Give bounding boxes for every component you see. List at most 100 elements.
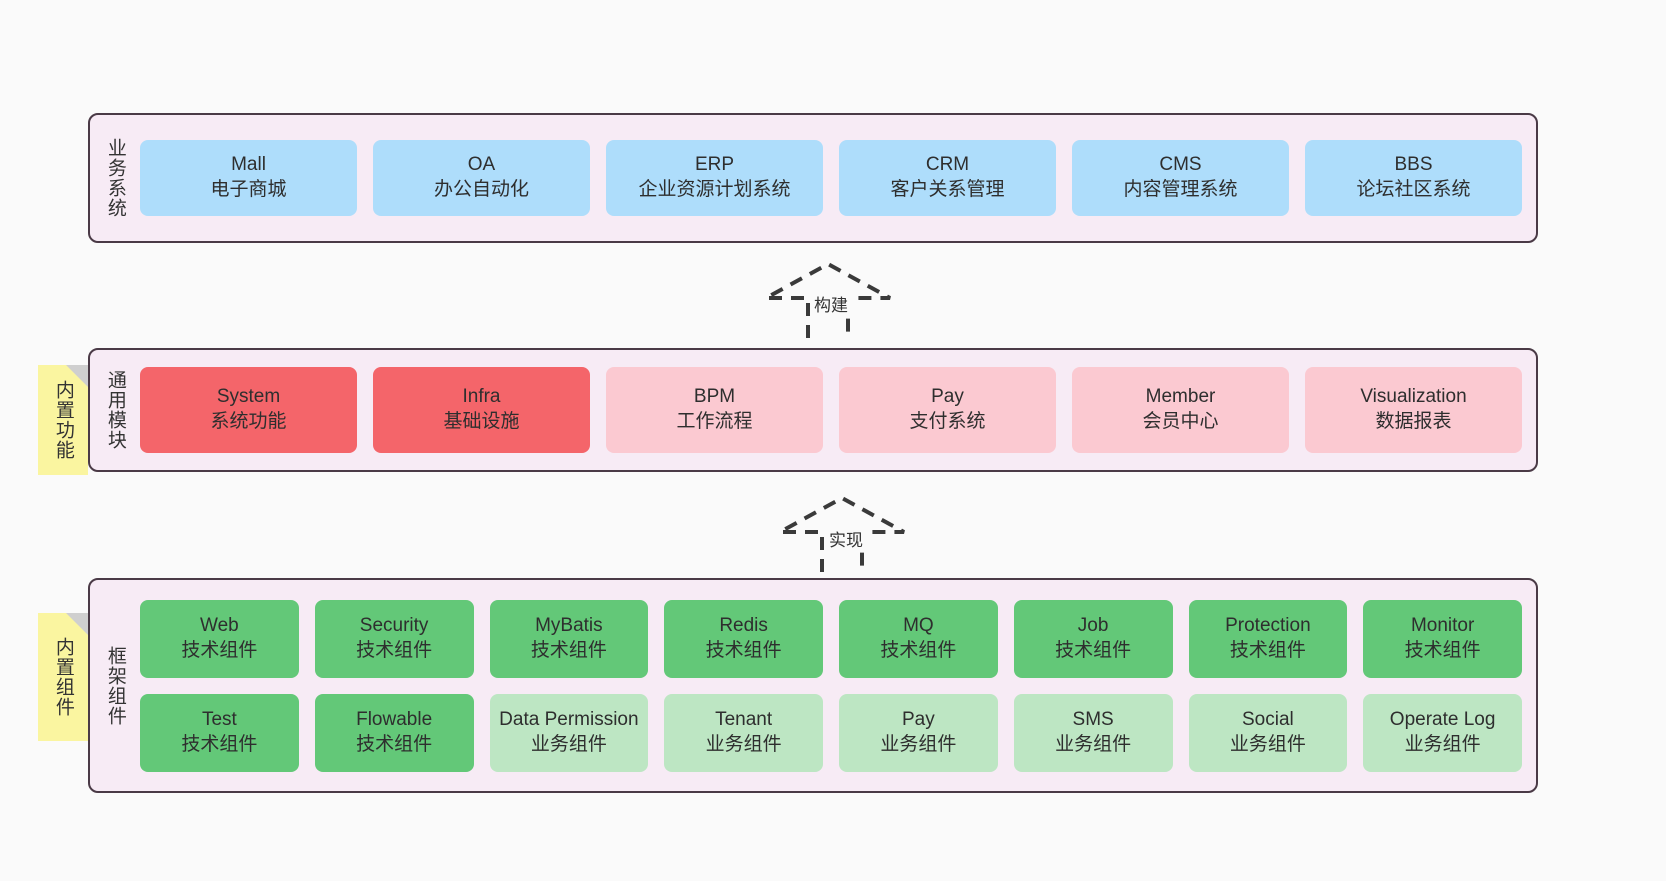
box-title: OA [467, 154, 496, 176]
box-title: Pay [902, 708, 935, 730]
note-label: 内置功能 [52, 380, 74, 460]
layer-common-module: 通用模块 System 系统功能 Infra 基础设施 BPM 工作流程 Pay… [88, 348, 1538, 472]
common-module-row: System 系统功能 Infra 基础设施 BPM 工作流程 Pay 支付系统… [140, 367, 1522, 453]
box-web[interactable]: Web 技术组件 [140, 599, 299, 678]
box-social[interactable]: Social 业务组件 [1188, 693, 1348, 772]
layer-body-business-system: Mall 电子商城 OA 办公自动化 ERP 企业资源计划系统 CRM 客户关系… [140, 115, 1536, 241]
layer-body-common-module: System 系统功能 Infra 基础设施 BPM 工作流程 Pay 支付系统… [140, 350, 1536, 470]
box-subtitle: 技术组件 [880, 639, 957, 661]
box-erp[interactable]: ERP 企业资源计划系统 [606, 140, 823, 216]
box-crm[interactable]: CRM 客户关系管理 [839, 140, 1056, 216]
box-member[interactable]: Member 会员中心 [1072, 367, 1289, 453]
box-subtitle: 内容管理系统 [1123, 179, 1238, 200]
box-subtitle: 技术组件 [356, 639, 433, 661]
box-subtitle: 业务组件 [1404, 733, 1481, 755]
box-title: Visualization [1360, 386, 1467, 408]
box-title: ERP [694, 154, 735, 176]
box-mq[interactable]: MQ 技术组件 [839, 599, 998, 678]
box-title: Tenant [715, 708, 773, 730]
box-subtitle: 技术组件 [705, 639, 782, 661]
box-subtitle: 业务组件 [530, 733, 607, 755]
connector-implement-label: 实现 [827, 526, 865, 551]
note-builtin-components: 内置组件 [38, 613, 88, 741]
box-title: Social [1242, 708, 1294, 730]
box-visualization[interactable]: Visualization 数据报表 [1305, 367, 1522, 453]
box-title: Pay [931, 386, 964, 408]
box-security[interactable]: Security 技术组件 [314, 599, 474, 678]
box-subtitle: 客户关系管理 [890, 179, 1005, 200]
box-subtitle: 技术组件 [181, 639, 258, 661]
connector-build-label: 构建 [812, 291, 850, 316]
box-subtitle: 数据报表 [1375, 411, 1452, 432]
box-subtitle: 技术组件 [1404, 639, 1481, 661]
box-pay-component[interactable]: Pay 业务组件 [839, 693, 998, 772]
box-pay-module[interactable]: Pay 支付系统 [839, 367, 1056, 453]
box-subtitle: 业务组件 [705, 733, 782, 755]
layer-title-business-system: 业务系统 [104, 138, 126, 218]
box-subtitle: 技术组件 [1055, 639, 1132, 661]
box-sms[interactable]: SMS 业务组件 [1013, 693, 1173, 772]
box-title: CRM [925, 154, 970, 176]
box-system[interactable]: System 系统功能 [140, 367, 357, 453]
box-subtitle: 工作流程 [676, 411, 753, 432]
box-oa[interactable]: OA 办公自动化 [373, 140, 590, 216]
box-title: Infra [462, 386, 501, 408]
box-operate-log[interactable]: Operate Log 业务组件 [1363, 693, 1522, 772]
box-subtitle: 会员中心 [1142, 411, 1219, 432]
box-monitor[interactable]: Monitor 技术组件 [1363, 599, 1522, 678]
box-subtitle: 电子商城 [210, 179, 287, 200]
note-fold-corner [66, 613, 88, 635]
box-title: SMS [1072, 708, 1114, 730]
box-subtitle: 业务组件 [1229, 733, 1306, 755]
box-subtitle: 系统功能 [210, 411, 287, 432]
box-subtitle: 支付系统 [909, 411, 986, 432]
box-title: BPM [693, 386, 736, 408]
box-subtitle: 业务组件 [1055, 733, 1132, 755]
box-bpm[interactable]: BPM 工作流程 [606, 367, 823, 453]
box-infra[interactable]: Infra 基础设施 [373, 367, 590, 453]
box-title: Redis [719, 614, 768, 636]
box-test[interactable]: Test 技术组件 [140, 693, 299, 772]
box-tenant[interactable]: Tenant 业务组件 [664, 693, 823, 772]
layer-framework-component: 框架组件 Web 技术组件 Security 技术组件 MyBatis 技术组件… [88, 578, 1538, 793]
layer-business-system: 业务系统 Mall 电子商城 OA 办公自动化 ERP 企业资源计划系统 CRM… [88, 113, 1538, 243]
layer-title-common-module: 通用模块 [104, 370, 126, 450]
box-title: Web [200, 614, 239, 636]
box-title: Security [359, 614, 429, 636]
box-title: Monitor [1410, 614, 1475, 636]
box-subtitle: 办公自动化 [433, 179, 529, 200]
box-title: CMS [1159, 154, 1202, 176]
box-title: System [216, 386, 281, 408]
box-redis[interactable]: Redis 技术组件 [664, 599, 823, 678]
box-bbs[interactable]: BBS 论坛社区系统 [1305, 140, 1522, 216]
box-title: Member [1145, 386, 1216, 408]
box-mall[interactable]: Mall 电子商城 [140, 140, 357, 216]
box-subtitle: 技术组件 [530, 639, 607, 661]
box-title: Flowable [356, 708, 433, 730]
box-title: MyBatis [535, 614, 603, 636]
box-title: Data Permission [499, 708, 639, 730]
box-subtitle: 企业资源计划系统 [638, 179, 791, 200]
layer-title-framework-component: 框架组件 [104, 645, 126, 726]
box-subtitle: 业务组件 [880, 733, 957, 755]
box-subtitle: 基础设施 [443, 411, 520, 432]
box-title: Test [201, 708, 237, 730]
box-title: Job [1077, 614, 1109, 636]
box-title: Operate Log [1389, 708, 1496, 730]
box-job[interactable]: Job 技术组件 [1013, 599, 1173, 678]
box-subtitle: 论坛社区系统 [1356, 179, 1471, 200]
box-cms[interactable]: CMS 内容管理系统 [1072, 140, 1289, 216]
box-title: MQ [903, 614, 934, 636]
framework-row-1: Web 技术组件 Security 技术组件 MyBatis 技术组件 Redi… [140, 599, 1522, 678]
box-subtitle: 技术组件 [1229, 639, 1306, 661]
note-label: 内置组件 [52, 637, 74, 717]
box-data-permission[interactable]: Data Permission 业务组件 [489, 693, 649, 772]
business-system-row: Mall 电子商城 OA 办公自动化 ERP 企业资源计划系统 CRM 客户关系… [140, 140, 1522, 216]
framework-row-2: Test 技术组件 Flowable 技术组件 Data Permission … [140, 693, 1522, 772]
box-protection[interactable]: Protection 技术组件 [1188, 599, 1348, 678]
box-flowable[interactable]: Flowable 技术组件 [314, 693, 474, 772]
note-builtin-functions: 内置功能 [38, 365, 88, 475]
box-title: Protection [1225, 614, 1311, 636]
box-mybatis[interactable]: MyBatis 技术组件 [489, 599, 649, 678]
